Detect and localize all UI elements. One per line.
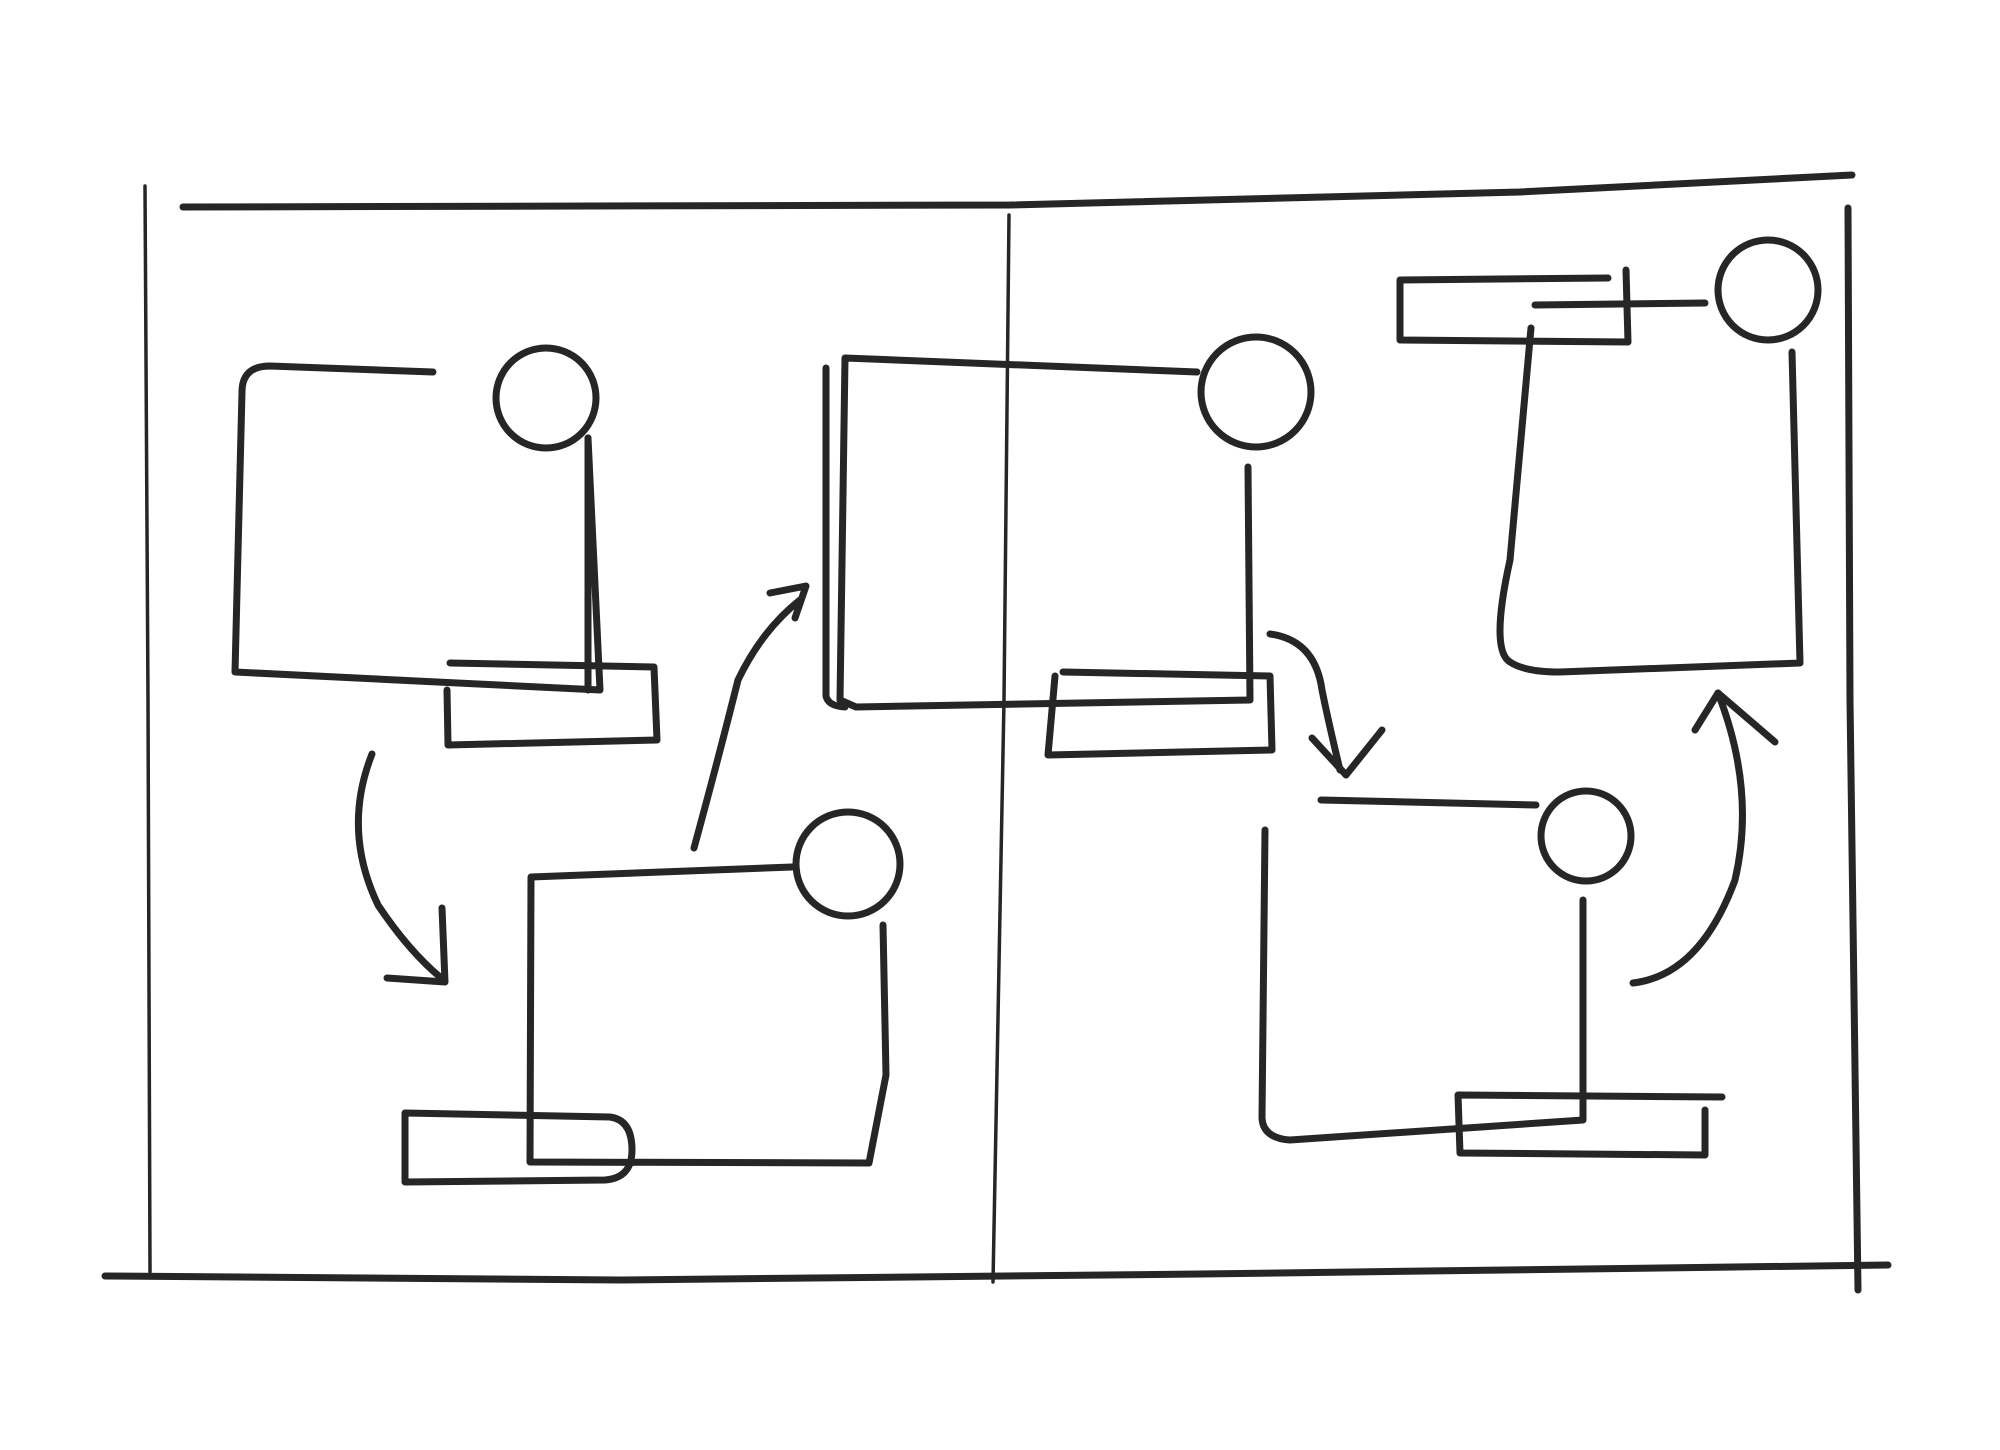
frame-2-knob — [792, 808, 904, 920]
frame-2-box — [526, 863, 890, 1167]
frame-4-left-and-bottom — [1258, 826, 1587, 1144]
border-top-line — [179, 171, 1856, 211]
arrow-frame-1-to-frame-2 — [354, 750, 444, 981]
border-left-line — [143, 184, 152, 1274]
frame-5-box — [1496, 324, 1804, 676]
frame-3-base-bar — [1044, 668, 1276, 759]
arrow-frame-4-to-frame-5 — [1629, 689, 1746, 987]
frame-1-knob — [492, 344, 600, 452]
frame-5-knob — [1714, 236, 1822, 344]
frame-5 — [1396, 236, 1822, 676]
frame-1 — [231, 344, 661, 749]
flow-arrows — [354, 582, 1779, 987]
frame-1-box — [231, 362, 604, 694]
arrow-frame-3-to-frame-4 — [1266, 630, 1344, 774]
frame-4 — [1258, 787, 1726, 1159]
arrow-frame-2-to-frame-3 — [690, 596, 804, 852]
frame-2-base-bar — [401, 1109, 636, 1186]
frame-1-base-bar — [443, 659, 661, 749]
frame-4-base-bar — [1454, 1091, 1726, 1159]
frame-5-top-line — [1531, 299, 1709, 309]
arrow-frame-3-to-frame-4-head — [1308, 726, 1386, 779]
frame-2 — [401, 808, 904, 1186]
frame-4-box — [1317, 796, 1540, 809]
frame-3-box — [836, 354, 1254, 711]
frame-3-left-edge — [822, 364, 849, 711]
arrow-frame-4-to-frame-5-head — [1691, 689, 1779, 746]
arrow-frame-2-to-frame-3-head — [766, 582, 810, 622]
panel-divider-line — [991, 213, 1011, 1284]
storyboard-border — [101, 171, 1892, 1294]
frame-4-knob — [1537, 787, 1635, 885]
frame-3 — [822, 333, 1315, 759]
frame-5-base-bar — [1396, 266, 1632, 346]
border-bottom-line — [101, 1261, 1892, 1284]
arrow-frame-1-to-frame-2-head — [383, 904, 449, 986]
frame-3-knob — [1197, 333, 1315, 451]
border-right-line — [1844, 204, 1862, 1294]
